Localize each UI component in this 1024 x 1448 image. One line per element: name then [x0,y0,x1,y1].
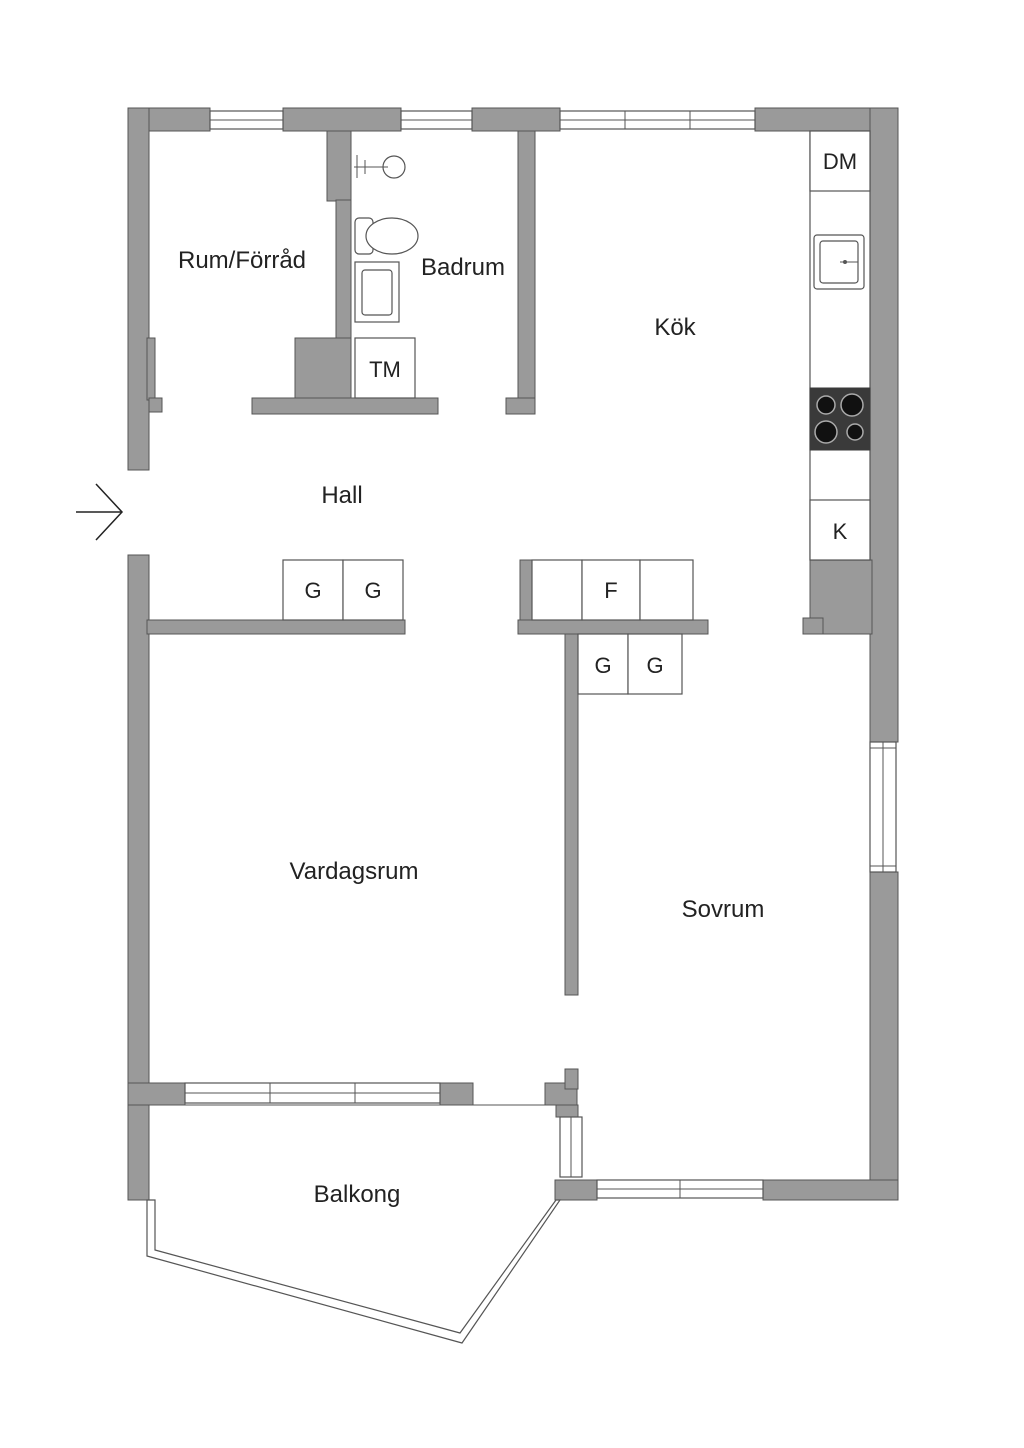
washing-machine: TM [354,337,416,399]
outer-walls [127,107,899,1201]
stove-icon [809,387,871,451]
window-bedroom-bottom [596,1179,764,1199]
windows [184,110,897,1199]
fridge-label: K [833,519,848,544]
wardrobe-label: G [364,578,381,603]
room-label-living-room: Vardagsrum [290,858,419,885]
balcony [146,1104,562,1344]
kitchen-sink-icon [813,234,865,290]
fridge: K [809,499,871,561]
window-storage [209,110,284,130]
kitchen-counter: DM K [809,130,871,561]
window-balcony-door [559,1116,583,1178]
window-bedroom-side [869,741,897,873]
wardrobe-label: G [594,653,611,678]
room-label-kitchen: Kök [654,314,696,341]
washing-machine-label: TM [369,357,401,382]
room-label-balcony: Balkong [314,1181,401,1208]
window-bathroom [400,110,473,130]
room-labels: Rum/Förråd Badrum Kök Hall Vardagsrum So… [178,247,764,1208]
entrance-arrow-icon [76,483,124,541]
freezer-label: F [604,578,617,603]
wardrobe-label: G [646,653,663,678]
room-label-storage: Rum/Förråd [178,247,306,274]
dishwasher-label: DM [823,149,857,174]
room-label-bathroom: Badrum [421,254,505,281]
room-label-bedroom: Sovrum [682,896,765,923]
toilet-icon [354,217,419,255]
wardrobes-bedroom: G G [577,633,683,695]
freezer-cabinets: F [531,559,694,621]
sink-bathroom-icon [354,261,400,323]
wardrobe-label: G [304,578,321,603]
wardrobes-hall: G G [282,559,404,621]
interior-walls [146,130,873,996]
window-kitchen [559,110,756,130]
room-label-hall: Hall [321,482,362,509]
window-living-room [184,1082,441,1104]
shower-icon [354,155,406,179]
dishwasher: DM [809,130,871,192]
